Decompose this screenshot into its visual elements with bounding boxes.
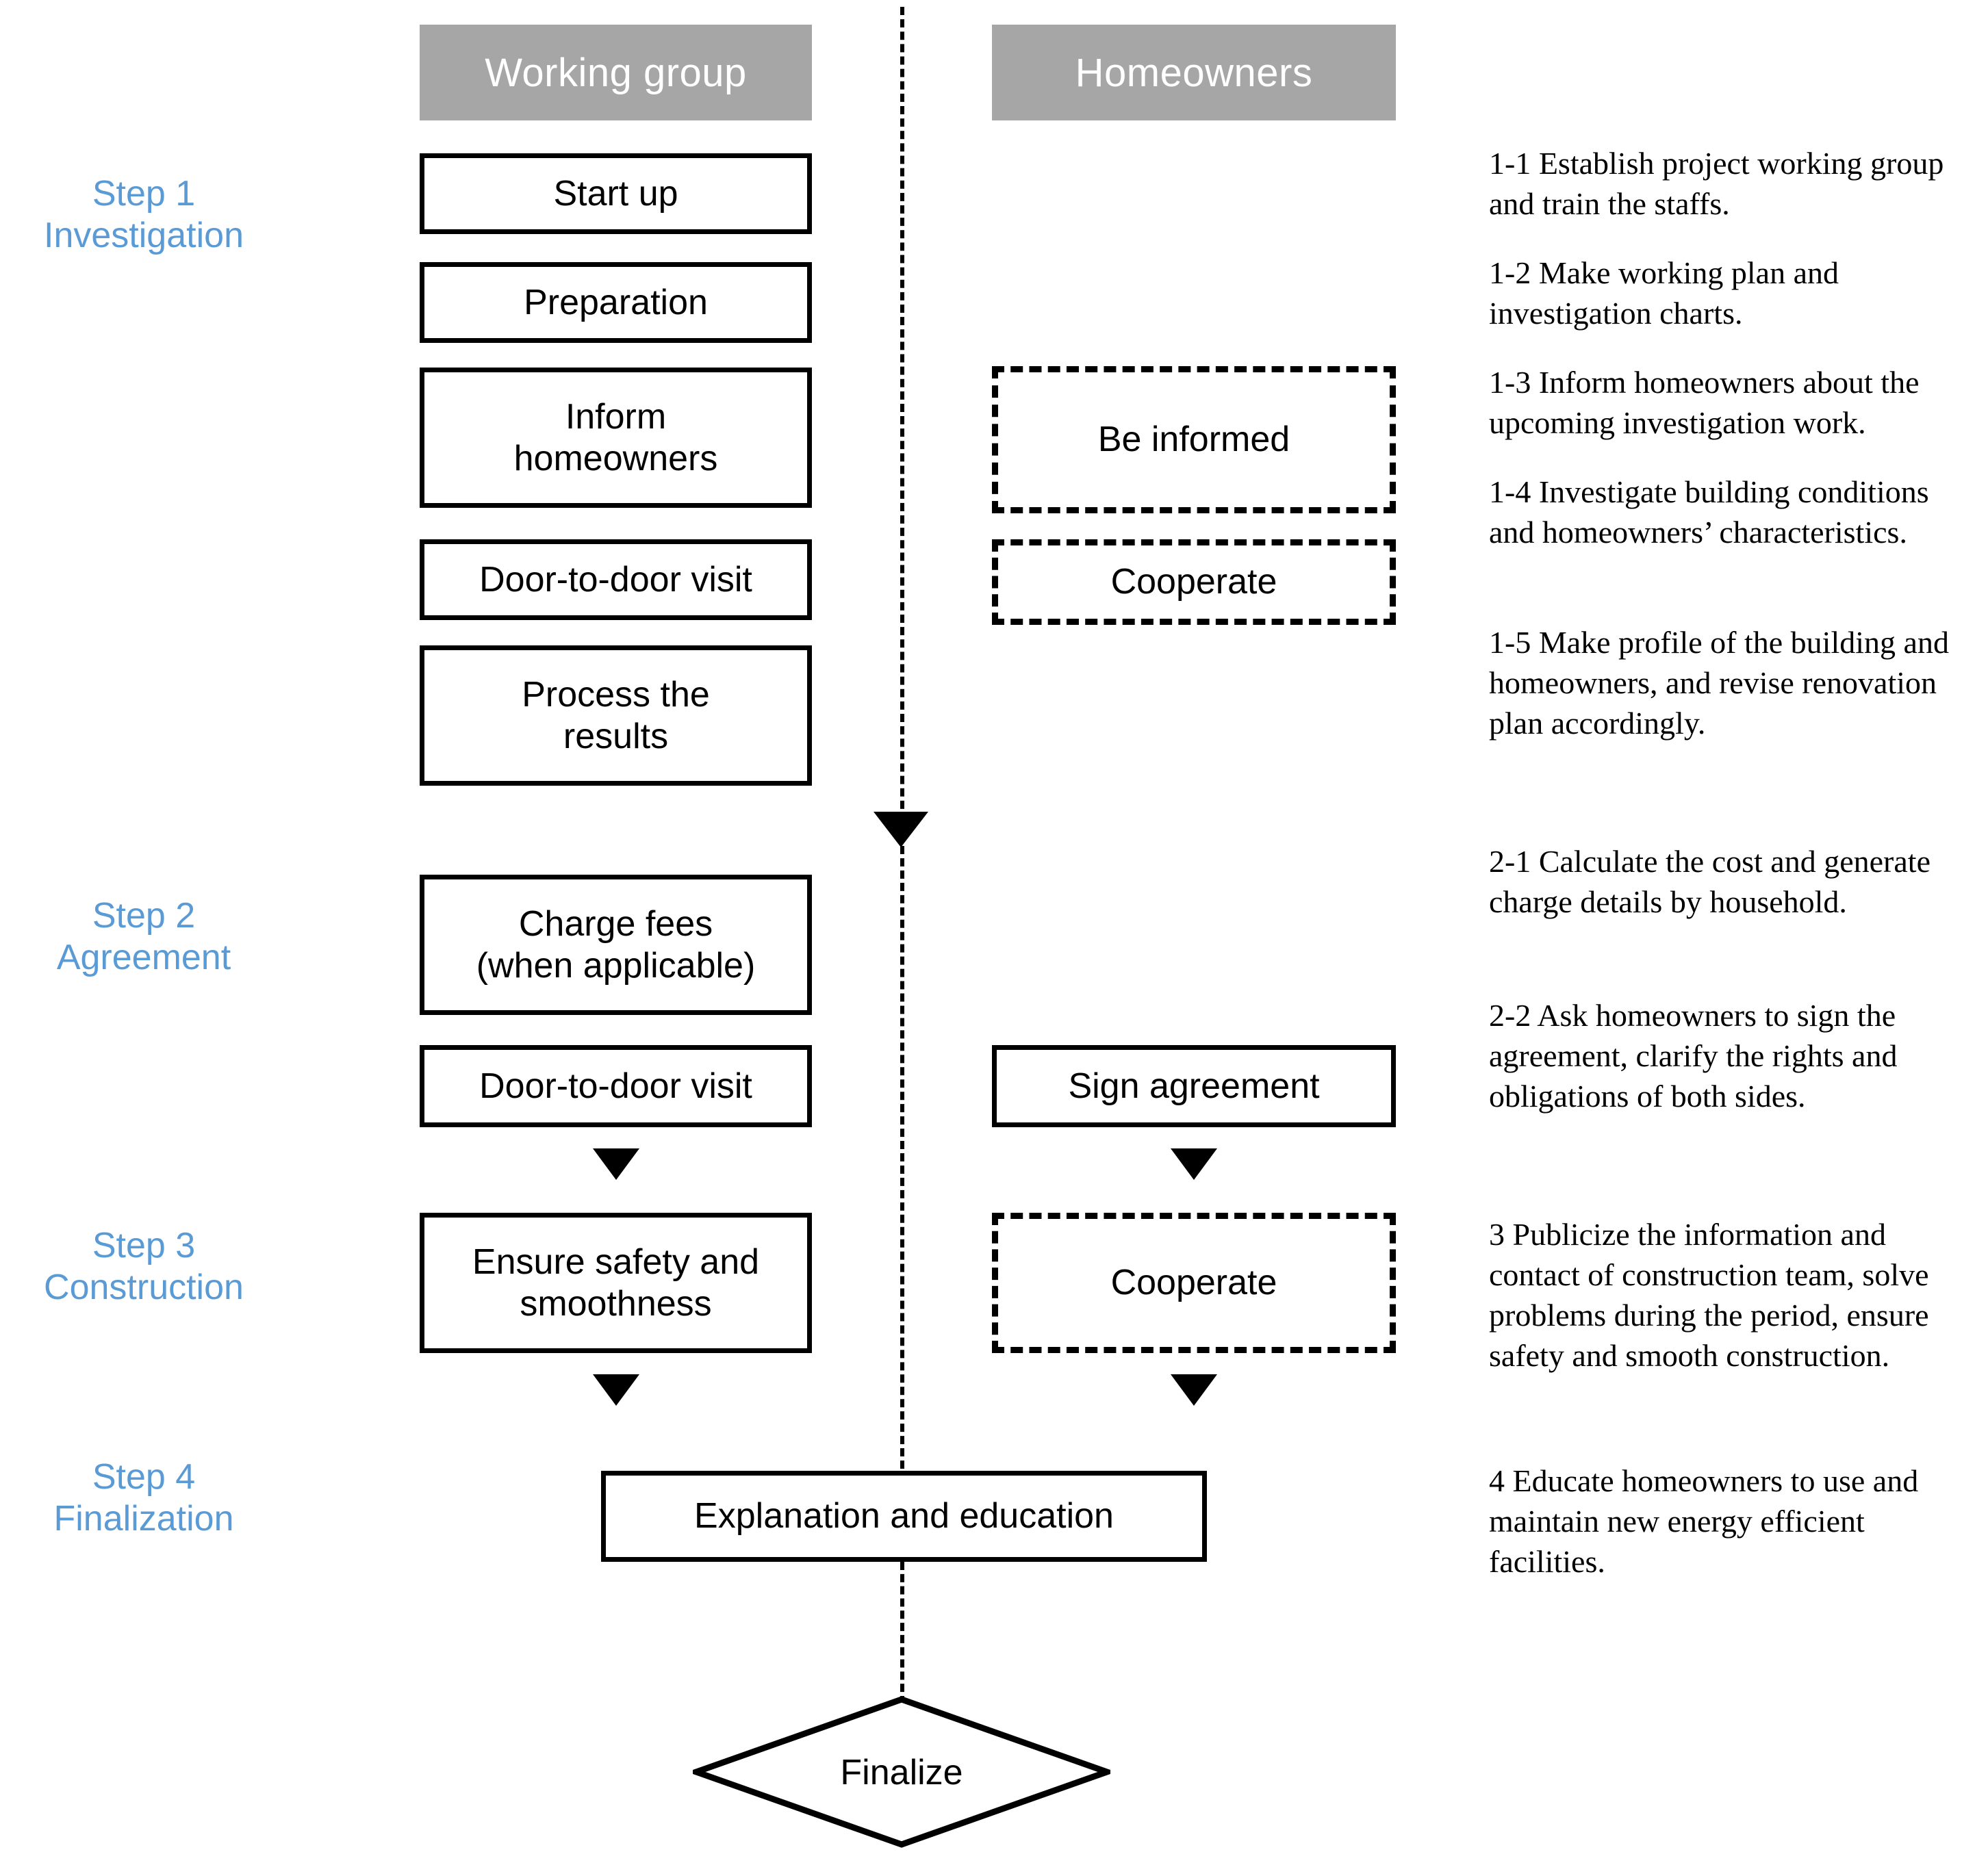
lane-divider-arrow-step1 bbox=[874, 812, 928, 847]
arrow-homeowners-step3-to-step4 bbox=[1171, 1374, 1217, 1406]
finalize-diamond-shape bbox=[693, 1696, 1110, 1848]
annotation-1-2-text: 1-2 Make working plan and investigation … bbox=[1489, 255, 1839, 331]
annotation-2-2-text: 2-2 Ask homeowners to sign the agreement… bbox=[1489, 998, 1898, 1114]
node-explanation-and-education-label: Explanation and education bbox=[694, 1496, 1114, 1536]
node-be-informed[interactable]: Be informed bbox=[992, 366, 1396, 513]
annotation-1-3-text: 1-3 Inform homeowners about the upcoming… bbox=[1489, 365, 1920, 440]
annotation-1-2: 1-2 Make working plan and investigation … bbox=[1489, 253, 1968, 334]
arrow-homeowners-step2-to-step3 bbox=[1171, 1148, 1217, 1180]
node-cooperate-1-label: Cooperate bbox=[1110, 562, 1277, 602]
step-label-3-name: Construction bbox=[44, 1268, 244, 1308]
step-label-2-name: Agreement bbox=[56, 938, 231, 978]
node-preparation-label: Preparation bbox=[524, 282, 708, 322]
lane-divider-line-middle bbox=[900, 846, 904, 1469]
node-finalize-label: Finalize bbox=[840, 1753, 963, 1792]
node-explanation-and-education[interactable]: Explanation and education bbox=[601, 1471, 1207, 1562]
node-ensure-safety-label-line1: Ensure safety and bbox=[472, 1242, 760, 1283]
node-sign-agreement-label: Sign agreement bbox=[1068, 1066, 1320, 1106]
lane-header-homeowners: Homeowners bbox=[992, 25, 1396, 120]
step-label-1: Step 1 Investigation bbox=[0, 173, 288, 257]
step-label-4-number: Step 4 bbox=[92, 1457, 196, 1497]
node-preparation[interactable]: Preparation bbox=[420, 262, 812, 343]
annotation-2-2: 2-2 Ask homeowners to sign the agreement… bbox=[1489, 996, 1968, 1117]
node-door-to-door-visit-2[interactable]: Door-to-door visit bbox=[420, 1045, 812, 1127]
lane-divider-line-top bbox=[900, 7, 904, 821]
step-label-2-number: Step 2 bbox=[92, 896, 196, 936]
annotation-1-1-text: 1-1 Establish project working group and … bbox=[1489, 146, 1944, 221]
annotation-2-1: 2-1 Calculate the cost and generate char… bbox=[1489, 842, 1968, 923]
step-label-3: Step 3 Construction bbox=[0, 1225, 288, 1309]
lane-header-homeowners-label: Homeowners bbox=[1075, 50, 1313, 95]
node-charge-fees-label-line2: (when applicable) bbox=[476, 945, 756, 986]
node-process-the-results-label-line1: Process the bbox=[522, 675, 710, 715]
node-cooperate-2[interactable]: Cooperate bbox=[992, 1213, 1396, 1353]
step-label-4-name: Finalization bbox=[53, 1499, 234, 1539]
node-cooperate-1[interactable]: Cooperate bbox=[992, 539, 1396, 625]
annotation-4-text: 4 Educate homeowners to use and maintain… bbox=[1489, 1463, 1919, 1579]
node-ensure-safety-label-line2: smoothness bbox=[520, 1283, 712, 1324]
node-inform-homeowners-label-line1: Inform bbox=[565, 397, 667, 437]
arrow-working-group-step2-to-step3 bbox=[593, 1148, 639, 1180]
node-cooperate-2-label: Cooperate bbox=[1110, 1263, 1277, 1303]
node-process-the-results[interactable]: Process the results bbox=[420, 645, 812, 786]
node-start-up[interactable]: Start up bbox=[420, 153, 812, 234]
step-label-1-number: Step 1 bbox=[92, 174, 196, 214]
step-label-1-name: Investigation bbox=[44, 216, 244, 256]
annotation-3-text: 3 Publicize the information and contact … bbox=[1489, 1217, 1929, 1373]
annotation-1-5: 1-5 Make profile of the building and hom… bbox=[1489, 623, 1968, 744]
node-process-the-results-label-line2: results bbox=[563, 716, 669, 756]
node-sign-agreement[interactable]: Sign agreement bbox=[992, 1045, 1396, 1127]
node-charge-fees-label-line1: Charge fees bbox=[518, 904, 713, 944]
node-inform-homeowners-label-line2: homeowners bbox=[513, 438, 718, 478]
node-charge-fees[interactable]: Charge fees (when applicable) bbox=[420, 875, 812, 1015]
annotation-1-4: 1-4 Investigate building conditions and … bbox=[1489, 472, 1968, 553]
annotation-1-4-text: 1-4 Investigate building conditions and … bbox=[1489, 474, 1929, 550]
lane-divider-line-bottom bbox=[900, 1562, 904, 1704]
node-be-informed-label: Be informed bbox=[1097, 420, 1290, 460]
node-start-up-label: Start up bbox=[553, 173, 678, 214]
annotation-1-1: 1-1 Establish project working group and … bbox=[1489, 144, 1968, 224]
step-label-4: Step 4 Finalization bbox=[0, 1456, 288, 1541]
lane-header-working-group-label: Working group bbox=[485, 50, 747, 95]
node-finalize[interactable]: Finalize bbox=[693, 1696, 1110, 1848]
node-inform-homeowners[interactable]: Inform homeowners bbox=[420, 368, 812, 508]
annotation-1-5-text: 1-5 Make profile of the building and hom… bbox=[1489, 625, 1949, 741]
node-door-to-door-visit-1[interactable]: Door-to-door visit bbox=[420, 539, 812, 620]
annotation-2-1-text: 2-1 Calculate the cost and generate char… bbox=[1489, 844, 1930, 919]
arrow-working-group-step3-to-step4 bbox=[593, 1374, 639, 1406]
annotation-1-3: 1-3 Inform homeowners about the upcoming… bbox=[1489, 363, 1968, 443]
annotation-4: 4 Educate homeowners to use and maintain… bbox=[1489, 1461, 1968, 1582]
lane-header-working-group: Working group bbox=[420, 25, 812, 120]
node-door-to-door-visit-1-label: Door-to-door visit bbox=[479, 559, 752, 600]
step-label-3-number: Step 3 bbox=[92, 1226, 196, 1265]
annotation-3: 3 Publicize the information and contact … bbox=[1489, 1215, 1968, 1376]
node-ensure-safety-and-smoothness[interactable]: Ensure safety and smoothness bbox=[420, 1213, 812, 1353]
step-label-2: Step 2 Agreement bbox=[0, 895, 288, 979]
node-door-to-door-visit-2-label: Door-to-door visit bbox=[479, 1066, 752, 1106]
